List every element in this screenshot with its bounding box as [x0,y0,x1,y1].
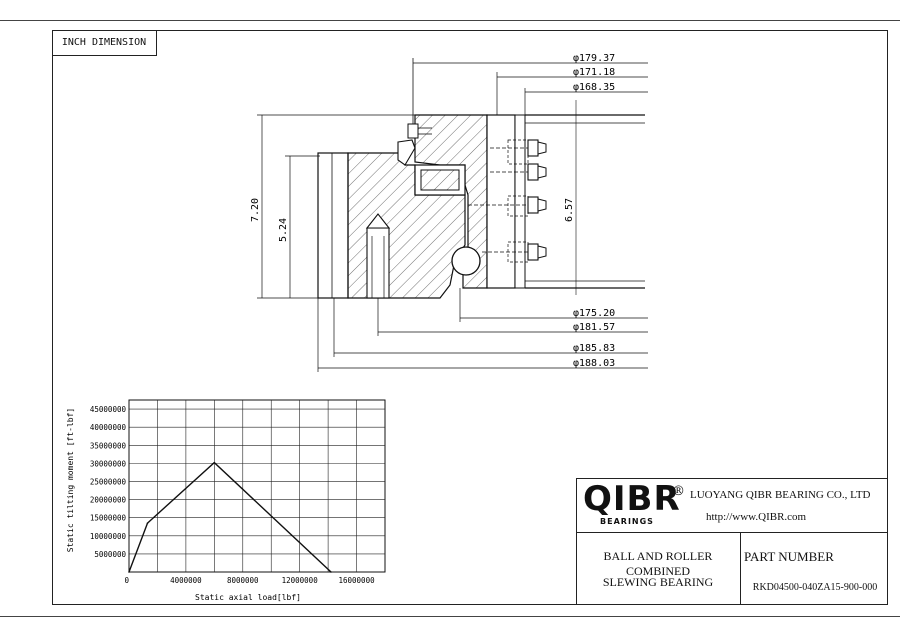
dim-height-inner: 5.24 [278,218,289,242]
chart-ytick-label: 35000000 [90,441,127,450]
part-number-value: RKD04500-040ZA15-900-000 [752,582,878,593]
chart-ytick-label: 45000000 [90,405,127,414]
title-block [576,478,888,605]
product-line-2: SLEWING BEARING [602,575,714,589]
chart-ytick-label: 25000000 [90,477,127,486]
seal-clip [397,58,432,166]
chart-xtick-label: 4000000 [170,576,202,585]
chart-grid [128,399,386,573]
unit-tag: INCH DIMENSION [52,30,157,56]
title-block-vdivider [740,532,741,605]
ball [451,246,481,276]
dim-175: φ175.20 [573,308,615,319]
chart-xlabel: Static axial load[lbf] [195,593,301,602]
chart-ytick-label: 5000000 [94,550,126,559]
company-name: LUOYANG QIBR BEARING CO., LTD [690,489,871,501]
logo-subtitle: BEARINGS [600,517,654,526]
dim-height-bore: 6.57 [564,198,575,222]
title-block-divider [576,532,888,533]
dim-179: φ179.37 [573,53,615,64]
mounting-bolts [468,139,547,263]
roller [414,164,466,196]
dim-185: φ185.83 [573,343,615,354]
dim-168: φ168.35 [573,82,615,93]
chart-ytick-label: 15000000 [90,514,127,523]
chart-ytick-label: 20000000 [90,496,127,505]
chart-xtick-label: 0 [124,576,129,585]
registered-mark: ® [672,484,685,499]
dim-171: φ171.18 [573,67,615,78]
chart-xtick-label: 12000000 [282,576,319,585]
chart-ticks: 5000000 10000000 15000000 20000000 25000000 3… [90,405,375,585]
company-logo: QIBR [583,479,681,519]
dim-181: φ181.57 [573,322,615,333]
product-line-1: BALL AND ROLLER COMBINED [603,549,713,578]
chart-ytick-label: 30000000 [90,459,127,468]
chart-series-line [128,461,332,573]
dim-188: φ188.03 [573,358,615,369]
chart-plot-border [128,399,386,573]
part-number-label: PART NUMBER [744,549,834,564]
company-website[interactable]: http://www.QIBR.com [706,511,807,523]
dim-height-total: 7.20 [250,198,261,222]
chart-ylabel: Static tilting moment [ft-lbf] [66,408,75,553]
chart-ytick-label: 40000000 [90,423,127,432]
plug-pin [365,213,391,299]
dimension-lines [257,62,648,372]
drawing-frame [52,30,888,605]
chart-ytick-label: 10000000 [90,532,127,541]
sheet-bottom-border [0,616,900,617]
bore-lines [525,100,645,295]
chart-xtick-label: 16000000 [338,576,375,585]
chart-xtick-label: 8000000 [227,576,259,585]
sheet-top-border [0,20,900,21]
